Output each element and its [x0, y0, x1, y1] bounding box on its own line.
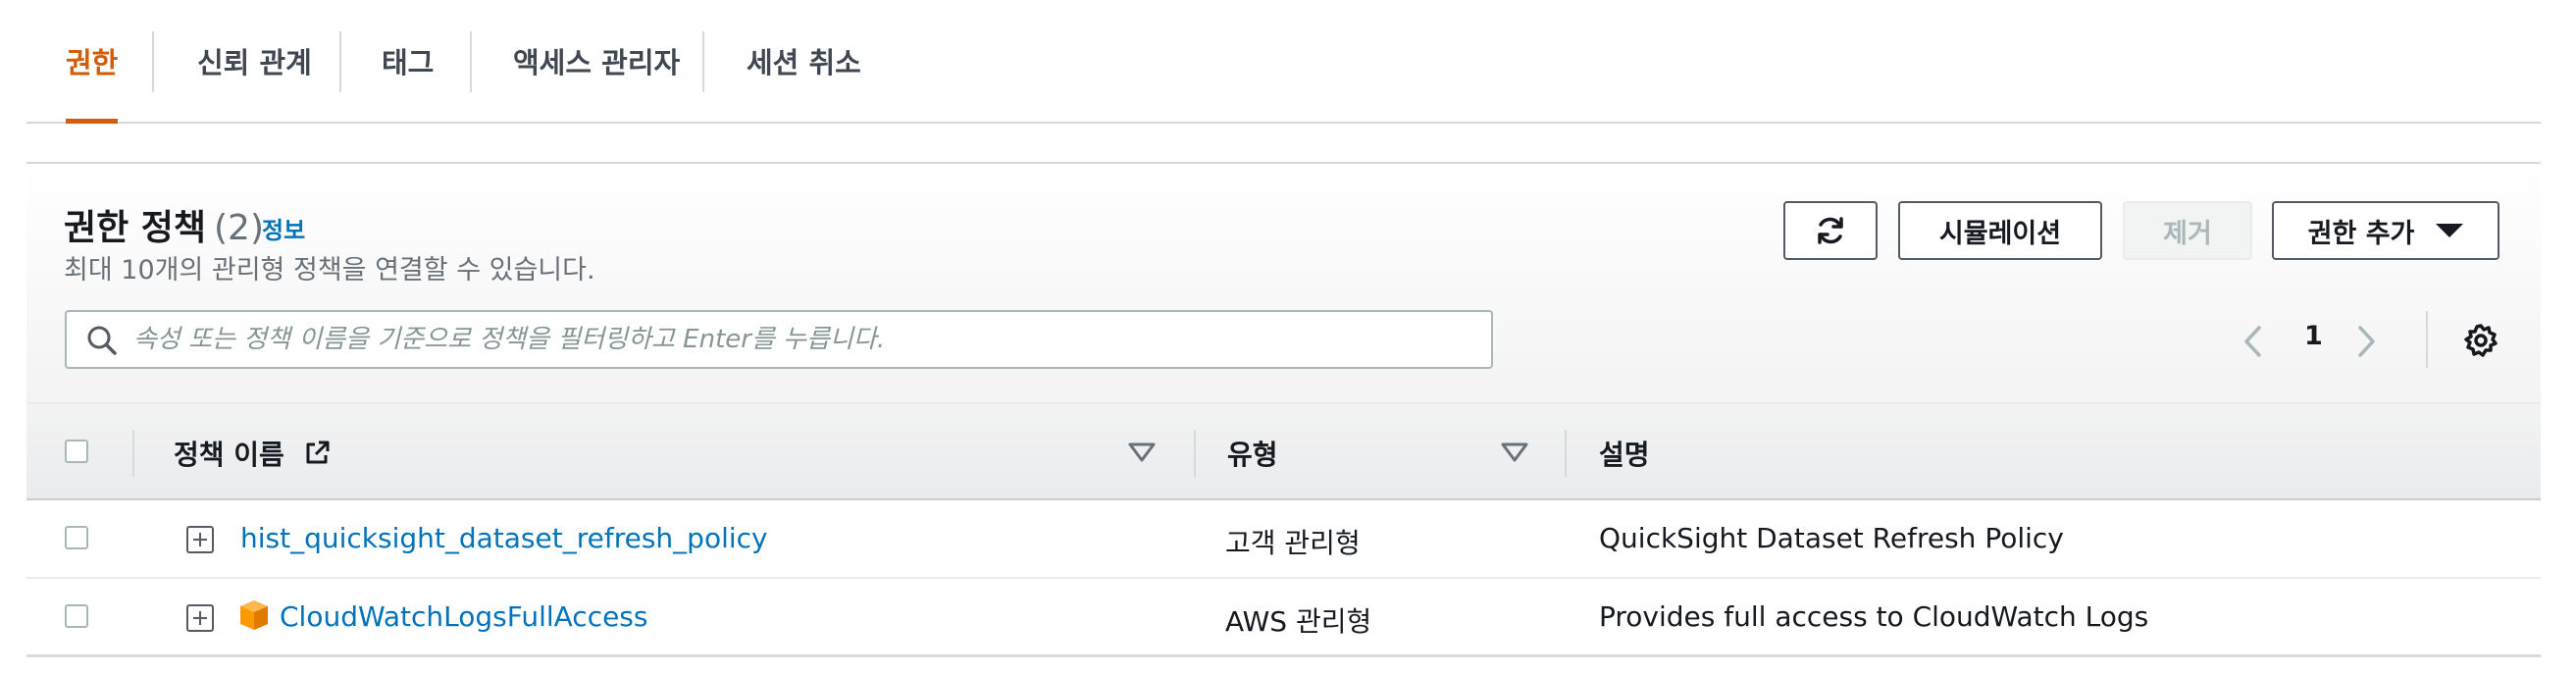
caret-down-icon — [2436, 224, 2464, 237]
column-header-policy-name[interactable]: 정책 이름 — [174, 434, 332, 473]
table-row: hist_quicksight_dataset_refresh_policy 고… — [26, 500, 2541, 579]
add-permissions-label: 권한 추가 — [2307, 218, 2415, 249]
policy-description: QuickSight Dataset Refresh Policy — [1599, 522, 2064, 554]
column-header-description: 설명 — [1599, 439, 1650, 471]
tab-divider — [702, 31, 704, 92]
panel-title: 권한 정책(2) — [64, 199, 264, 250]
policy-name-link[interactable]: CloudWatchLogsFullAccess — [280, 600, 648, 633]
column-divider — [1565, 430, 1567, 477]
refresh-icon — [1818, 217, 1843, 244]
policy-count: (2) — [214, 208, 265, 248]
table-row: CloudWatchLogsFullAccess AWS 관리형 Provide… — [26, 579, 2541, 657]
sort-down-icon[interactable] — [1500, 441, 1529, 463]
tab-trust-relationships[interactable]: 신뢰 관계 — [197, 46, 312, 79]
expand-icon[interactable] — [186, 604, 214, 632]
policy-description: Provides full access to CloudWatch Logs — [1599, 600, 2149, 633]
row-checkbox[interactable] — [65, 604, 88, 628]
permissions-policies-container: 권한 정책(2) 정보 최대 10개의 관리형 정책을 연결할 수 있습니다. … — [26, 162, 2541, 659]
policy-name-link[interactable]: hist_quicksight_dataset_refresh_policy — [240, 522, 768, 554]
tab-revoke-sessions[interactable]: 세션 취소 — [747, 46, 861, 79]
policy-filter[interactable] — [65, 310, 1493, 369]
column-header-type[interactable]: 유형 — [1227, 439, 1278, 471]
tab-divider — [152, 31, 154, 92]
select-all-checkbox[interactable] — [65, 440, 88, 463]
simulate-button[interactable]: 시뮬레이션 — [1898, 201, 2102, 260]
panel-description: 최대 10개의 관리형 정책을 연결할 수 있습니다. — [64, 255, 595, 286]
search-input[interactable] — [133, 312, 1477, 367]
gear-icon[interactable] — [2463, 323, 2499, 358]
info-link[interactable]: 정보 — [262, 217, 306, 244]
panel-header: 권한 정책(2) 정보 최대 10개의 관리형 정책을 연결할 수 있습니다. … — [26, 164, 2541, 402]
table-header: 정책 이름 유형 설명 — [26, 402, 2541, 500]
row-checkbox[interactable] — [65, 526, 88, 549]
expand-icon[interactable] — [186, 526, 214, 553]
pagination-divider — [2426, 311, 2428, 368]
tab-divider — [339, 31, 341, 92]
add-permissions-button[interactable]: 권한 추가 — [2272, 201, 2499, 260]
page-number[interactable]: 1 — [2304, 321, 2323, 351]
chevron-left-icon[interactable] — [2241, 325, 2265, 358]
aws-managed-box-icon — [240, 600, 268, 630]
tab-bar: 권한 신뢰 관계 태그 액세스 관리자 세션 취소 — [26, 0, 2541, 124]
external-link-icon — [306, 441, 330, 464]
tab-divider — [470, 31, 472, 92]
refresh-button[interactable] — [1783, 201, 1878, 260]
tab-access-advisor[interactable]: 액세스 관리자 — [513, 46, 681, 79]
column-divider — [132, 430, 134, 477]
panel-title-text: 권한 정책 — [64, 208, 207, 248]
policy-type: 고객 관리형 — [1225, 527, 1361, 559]
tab-tags[interactable]: 태그 — [382, 46, 435, 79]
remove-button[interactable]: 제거 — [2123, 201, 2252, 260]
column-divider — [1194, 430, 1196, 477]
search-icon — [87, 326, 117, 355]
policy-type: AWS 관리형 — [1225, 605, 1372, 638]
sort-down-icon[interactable] — [1127, 441, 1157, 463]
chevron-right-icon[interactable] — [2354, 325, 2378, 358]
column-header-policy-name-label: 정책 이름 — [174, 439, 284, 471]
tab-permissions[interactable]: 권한 — [66, 0, 119, 124]
